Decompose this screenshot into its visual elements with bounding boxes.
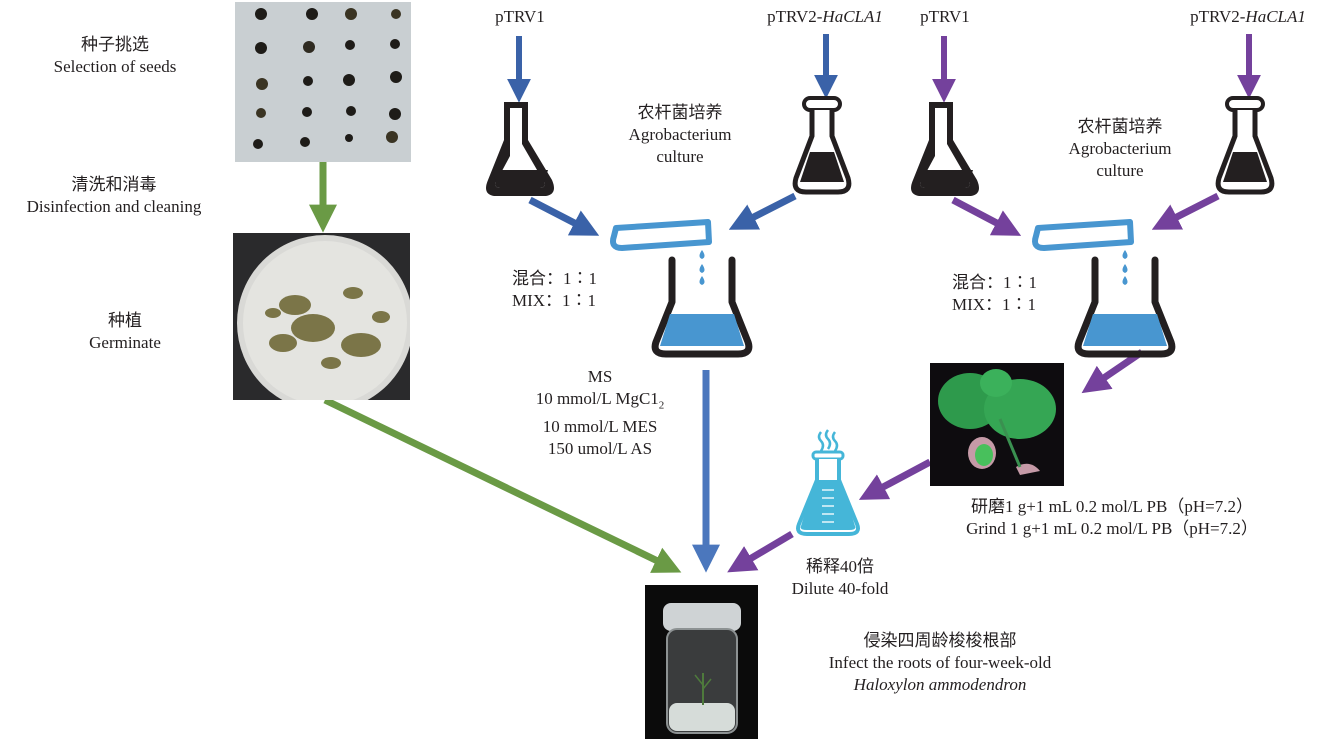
seed-selection-zh: 种子挑选 [81,35,149,54]
species-name: Haloxylon ammodendron [853,675,1027,694]
culture-flask-icon [792,96,852,195]
gene-name: HaCLA1 [822,7,883,26]
grind-label: 研磨1 g+1 mL 0.2 mol/L PB（pH=7.2） Grind 1 … [922,496,1302,540]
dilute-zh: 稀释40倍 [806,557,874,576]
grind-en: Grind 1 g+1 mL 0.2 mol/L PB（pH=7.2） [966,519,1258,538]
medium-line: MS [587,367,613,386]
culture-zh: 农杆菌培养 [637,103,723,122]
germinate-zh: 种植 [108,311,142,330]
infection-jar-photo [645,585,758,739]
mix-en: MIX：1∶1 [512,291,597,310]
culture-label-blue: 农杆菌培养 Agrobacterium culture [605,102,755,168]
germination-dish-photo [233,233,410,400]
cleaning-zh: 清洗和消毒 [71,175,157,194]
culture-flask-icon [1215,96,1275,195]
mix-zh: 混合：1∶1 [512,269,597,288]
medium-line: 150 umol/L AS [547,439,653,459]
medium-label: MS 10 mmol/L MgC12 10 mmol/L MES 150 umo… [500,366,700,460]
seeds-photo [235,2,411,162]
tobacco-plant-photo [930,363,1064,486]
culture-flask-icon [486,102,554,196]
seed-selection-en: Selection of seeds [53,57,177,76]
cleaning-en: Disinfection and cleaning [26,197,202,216]
culture-en-1: Agrobacterium [628,125,732,144]
dilute-label: 稀释40倍 Dilute 40-fold [775,556,905,600]
plasmid-ptrv2-purple: pTRV2-HaCLA1 [1158,6,1333,28]
mixing-flask-icon [651,250,753,358]
culture-zh: 农杆菌培养 [1077,117,1163,136]
infection-en: Infect the roots of four-week-old [828,653,1052,672]
dilute-en: Dilute 40-fold [791,579,889,598]
mix-zh: 混合：1∶1 [952,273,1037,292]
mix-en: MIX：1∶1 [952,295,1037,314]
cleaning-label: 清洗和消毒 Disinfection and cleaning [0,174,228,218]
arrow-dilute-to-jar-purple [727,530,794,573]
test-tube-icon [1032,219,1134,251]
germinate-en: Germinate [89,333,161,352]
germinate-label: 种植 Germinate [60,310,190,354]
infection-zh: 侵染四周龄梭梭根部 [863,631,1017,650]
plasmid-prefix: pTRV2- [1190,7,1246,26]
culture-en-2: culture [656,147,704,166]
mixing-flask-icon [1074,250,1176,358]
arrow-flask2-to-tube-blue [728,192,797,230]
culture-en-2: culture [1096,161,1144,180]
seed-selection-label: 种子挑选 Selection of seeds [20,34,210,78]
plasmid-ptrv1-blue: pTRV1 [495,7,545,26]
plasmid-ptrv2-blue: pTRV2-HaCLA1 [735,6,915,28]
plasmid-ptrv1-purple: pTRV1 [920,7,970,26]
medium-line: 10 mmol/L MgC12 [535,389,665,412]
grind-zh: 研磨1 g+1 mL 0.2 mol/L PB（pH=7.2） [971,497,1253,516]
arrow-flask1-to-tube-purple [951,196,1022,236]
mix-label-purple: 混合：1∶1 MIX：1∶1 [952,272,1037,316]
gene-name: HaCLA1 [1245,7,1306,26]
test-tube-icon [610,219,712,251]
arrow-germination-to-jar [323,396,682,573]
infection-label: 侵染四周龄梭梭根部 Infect the roots of four-week-… [780,630,1100,696]
arrow-flask1-to-tube-blue [528,196,600,236]
mix-label-blue: 混合：1∶1 MIX：1∶1 [512,268,597,312]
plasmid-prefix: pTRV2- [767,7,823,26]
medium-line: 10 mmol/L MES [542,417,658,437]
arrow-plant-to-dilute-purple [858,458,932,500]
culture-flask-icon [911,102,979,196]
arrow-mix-to-plant-purple [1081,349,1144,394]
arrow-flask2-to-tube-purple [1151,192,1220,230]
culture-label-purple: 农杆菌培养 Agrobacterium culture [1045,116,1195,182]
culture-en-1: Agrobacterium [1068,139,1172,158]
dilution-flask-icon [796,429,860,536]
